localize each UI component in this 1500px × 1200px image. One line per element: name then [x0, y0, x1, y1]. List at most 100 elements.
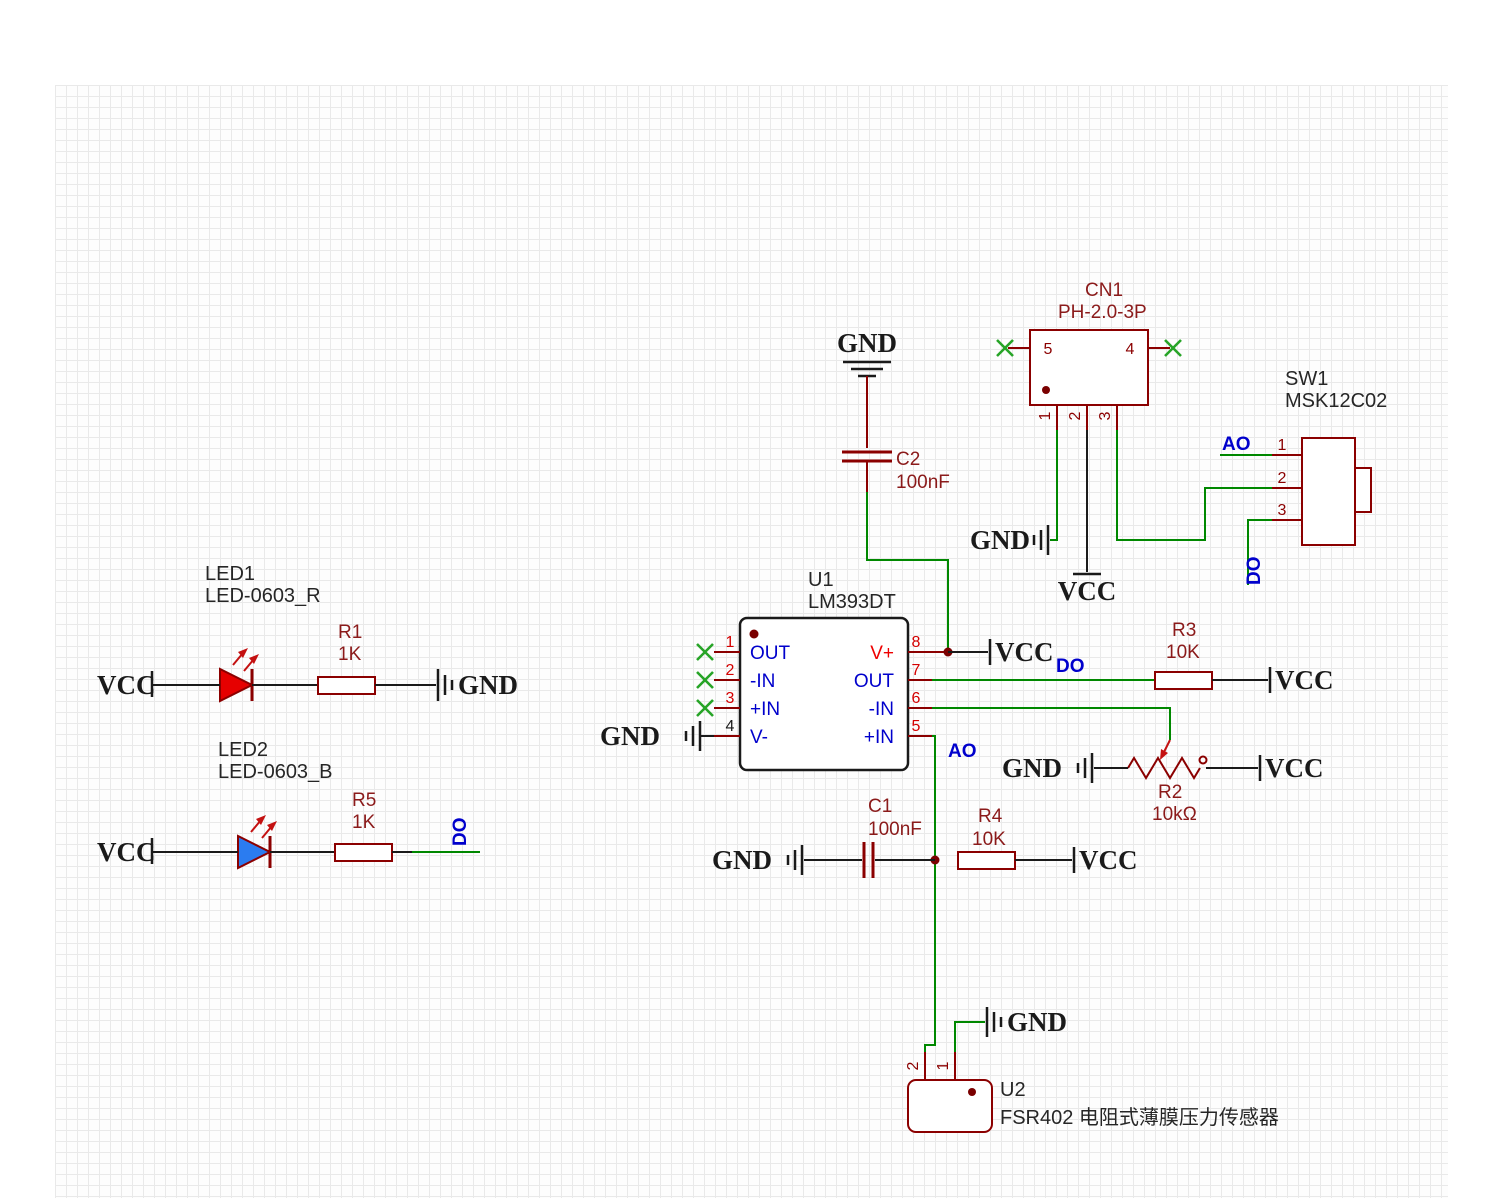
- led1-value[interactable]: LED-0603_R: [205, 585, 321, 607]
- r3-designator[interactable]: R3: [1172, 620, 1196, 641]
- u1-value[interactable]: LM393DT: [808, 591, 896, 613]
- sw1-pin-number: 1: [1278, 437, 1287, 454]
- cn1-component[interactable]: CN1 PH-2.0-3P 5 4 1 2 3: [996, 280, 1182, 430]
- gnd-flag-cn1[interactable]: GND: [970, 525, 1050, 555]
- led1-emission-arrowhead: [249, 654, 259, 664]
- gnd-label: GND: [1007, 1007, 1067, 1037]
- r2-designator[interactable]: R2: [1158, 782, 1182, 803]
- r1-component[interactable]: R1 1K: [317, 622, 376, 695]
- gnd-flag-r2[interactable]: GND: [1002, 753, 1094, 783]
- vcc-label: VCC: [1275, 665, 1334, 695]
- sw1-designator[interactable]: SW1: [1285, 368, 1328, 390]
- vcc-label: VCC: [97, 670, 156, 700]
- r2-component[interactable]: R2 10kΩ: [1127, 739, 1208, 825]
- vcc-flag-r4[interactable]: VCC: [1072, 845, 1138, 875]
- u1-pin-name: OUT: [750, 643, 791, 664]
- r3-value[interactable]: 10K: [1166, 642, 1200, 663]
- vcc-flag-u1[interactable]: VCC: [988, 637, 1054, 667]
- led1-designator[interactable]: LED1: [205, 563, 255, 585]
- r4-value[interactable]: 10K: [972, 829, 1006, 850]
- c2-component[interactable]: C2 100nF: [842, 376, 950, 493]
- net-label-ao[interactable]: AO: [1222, 434, 1251, 455]
- cn1-pin1-marker: [1042, 386, 1050, 394]
- u1-pin-number: 8: [912, 634, 921, 651]
- cn1-designator[interactable]: CN1: [1085, 280, 1123, 301]
- r5-value[interactable]: 1K: [352, 812, 376, 833]
- vcc-flag-r2[interactable]: VCC: [1258, 753, 1324, 783]
- cn1-value[interactable]: PH-2.0-3P: [1058, 302, 1147, 323]
- gnd-flag-c1[interactable]: GND: [712, 845, 804, 875]
- r2-wiper-arrowhead: [1160, 749, 1168, 760]
- gnd-label: GND: [458, 670, 518, 700]
- u2-pin-number: 2: [905, 1061, 922, 1070]
- u1-component[interactable]: U1 LM393DT 1 2 3 4 8 7 6 5 OU: [696, 569, 948, 772]
- led1-emission-arrowhead: [238, 648, 248, 658]
- u2-value[interactable]: FSR402 电阻式薄膜压力传感器: [1000, 1106, 1279, 1129]
- net-label-do[interactable]: DO: [1244, 557, 1265, 586]
- net-label-ao[interactable]: AO: [948, 741, 977, 762]
- gnd-flag-c2[interactable]: GND: [837, 328, 897, 378]
- gnd-flag-led1[interactable]: GND: [436, 669, 518, 701]
- vcc-label: VCC: [995, 637, 1054, 667]
- u2-pin-number: 1: [935, 1061, 952, 1070]
- r4-resistor-body: [957, 851, 1016, 870]
- u1-pin-name: +IN: [750, 699, 780, 720]
- sw1-component[interactable]: SW1 MSK12C02 1 2 3: [1272, 368, 1387, 546]
- r1-value[interactable]: 1K: [338, 644, 362, 665]
- sw1-body: [1301, 437, 1356, 546]
- gnd-flag-u1[interactable]: GND: [600, 721, 702, 751]
- led1-component[interactable]: LED1 LED-0603_R: [205, 563, 321, 703]
- u1-pin-name: -IN: [750, 671, 775, 692]
- r4-designator[interactable]: R4: [978, 806, 1003, 827]
- r2-terminal-circle: [1198, 755, 1208, 765]
- r1-designator[interactable]: R1: [338, 622, 362, 643]
- wire[interactable]: [1050, 430, 1058, 541]
- vcc-label: VCC: [1058, 576, 1117, 606]
- vcc-flag-cn1[interactable]: VCC: [1058, 572, 1117, 606]
- r5-component[interactable]: R5 1K: [334, 790, 393, 862]
- c2-value[interactable]: 100nF: [896, 472, 950, 493]
- r2-value[interactable]: 10kΩ: [1152, 804, 1197, 825]
- u2-body: [907, 1079, 993, 1133]
- cn1-pin-number: 2: [1067, 411, 1084, 420]
- vcc-flag-led2[interactable]: VCC: [97, 837, 156, 867]
- gnd-label: GND: [837, 328, 897, 358]
- r5-designator[interactable]: R5: [352, 790, 376, 811]
- c2-designator[interactable]: C2: [896, 449, 920, 470]
- u1-pin-name: +IN: [864, 727, 894, 748]
- u1-pin1-marker: [749, 629, 759, 639]
- u2-designator[interactable]: U2: [1000, 1079, 1026, 1101]
- wire-net-ao[interactable]: [924, 735, 936, 1052]
- wire-c2-to-vplus[interactable]: [866, 492, 949, 652]
- u1-pin-name-vplus: V+: [870, 643, 894, 664]
- gnd-flag-u2[interactable]: GND: [985, 1007, 1067, 1037]
- vcc-label: VCC: [97, 837, 156, 867]
- wire[interactable]: [1116, 430, 1272, 541]
- wire-net-do[interactable]: [1247, 519, 1272, 585]
- vcc-label: VCC: [1079, 845, 1138, 875]
- c1-designator[interactable]: C1: [868, 796, 892, 817]
- net-label-do[interactable]: DO: [1056, 656, 1085, 677]
- net-label-do[interactable]: DO: [450, 818, 471, 847]
- u1-pin-name: OUT: [854, 671, 895, 692]
- vcc-label: VCC: [1265, 753, 1324, 783]
- gnd-label: GND: [600, 721, 660, 751]
- u1-pin-name: -IN: [869, 699, 894, 720]
- wire-pin6-to-r2[interactable]: [932, 707, 1171, 740]
- u1-pin-number: 3: [726, 690, 735, 707]
- led2-designator[interactable]: LED2: [218, 739, 268, 761]
- c1-value[interactable]: 100nF: [868, 819, 922, 840]
- u1-pin-number: 7: [912, 662, 921, 679]
- r3-component[interactable]: R3 10K: [1154, 620, 1213, 690]
- u2-component[interactable]: 2 1 U2 FSR402 电阻式薄膜压力传感器: [905, 1052, 1279, 1133]
- led2-value[interactable]: LED-0603_B: [218, 761, 333, 783]
- wire[interactable]: [954, 1021, 985, 1052]
- vcc-flag-r3[interactable]: VCC: [1268, 665, 1334, 695]
- sw1-value[interactable]: MSK12C02: [1285, 390, 1387, 412]
- u1-designator[interactable]: U1: [808, 569, 834, 591]
- led2-component[interactable]: LED2 LED-0603_B: [218, 739, 333, 870]
- r4-component[interactable]: R4 10K: [957, 806, 1016, 870]
- c1-component[interactable]: C1 100nF: [862, 796, 922, 878]
- vcc-flag-led1[interactable]: VCC: [97, 670, 156, 700]
